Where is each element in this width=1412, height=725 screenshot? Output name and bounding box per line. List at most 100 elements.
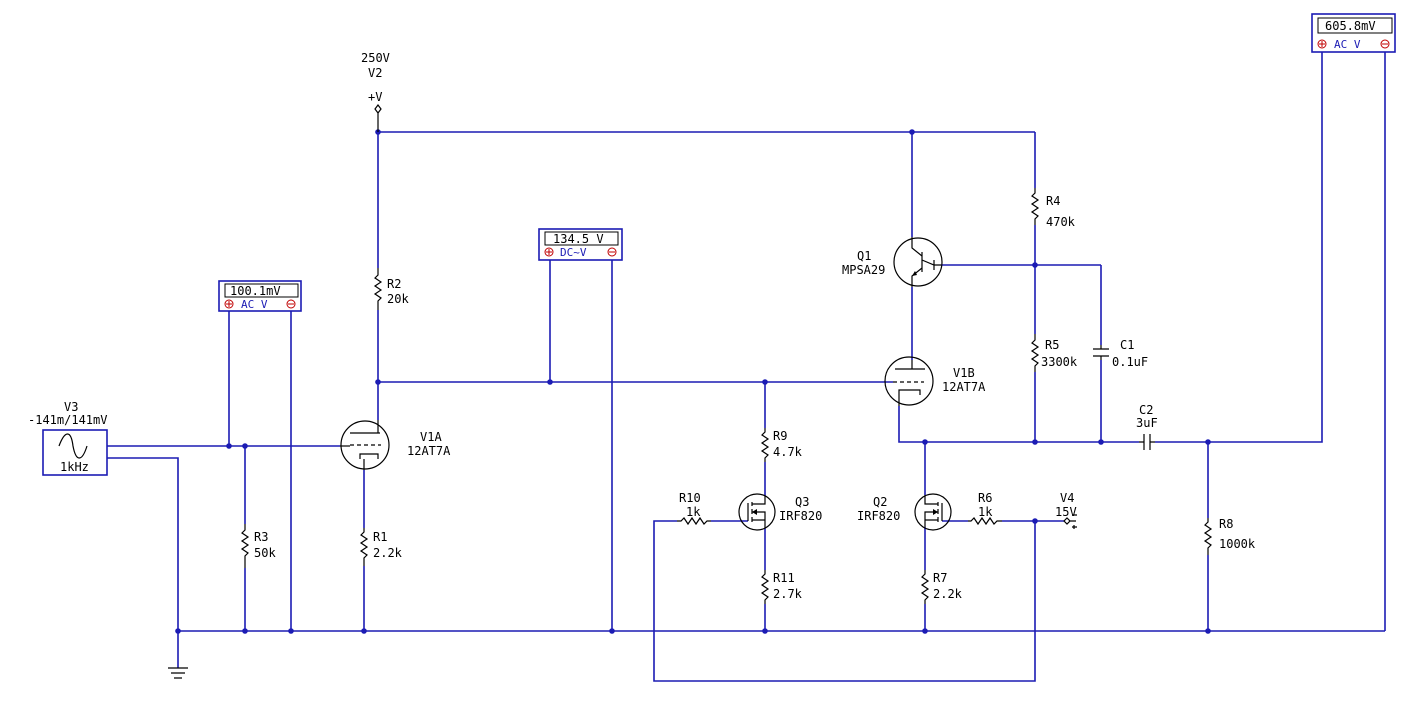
minus-terminal-icon[interactable] [286, 299, 296, 309]
sine-wave-icon [58, 433, 88, 459]
plus-terminal-icon[interactable] [224, 299, 234, 309]
r5-name-label: R5 [1045, 338, 1059, 352]
junction [226, 443, 232, 449]
meter-3-reading: 605.8mV [1325, 19, 1376, 33]
resistor-r3[interactable]: R3 50k [240, 524, 276, 568]
triode-v1b[interactable]: V1B 12AT7A [884, 356, 986, 406]
junction [361, 628, 367, 634]
plus-terminal-icon[interactable] [1317, 39, 1327, 49]
v3-freq-label: 1kHz [60, 460, 89, 474]
v4-name-label: V4 [1060, 491, 1074, 505]
junction [1098, 439, 1104, 445]
meter-1-reading: 100.1mV [230, 284, 281, 298]
resistor-r6[interactable]: R6 1k [968, 491, 1002, 526]
junction [909, 129, 915, 135]
r1-value-label: 2.2k [373, 546, 403, 560]
ground-symbol [168, 667, 188, 679]
c1-name-label: C1 [1120, 338, 1134, 352]
triode-v1a[interactable]: V1A 12AT7A [340, 420, 451, 470]
v3-name-label: V3 [64, 400, 78, 414]
junction [922, 628, 928, 634]
q3-model-label: IRF820 [779, 509, 822, 523]
q2-name-label: Q2 [873, 495, 887, 509]
r1-name-label: R1 [373, 530, 387, 544]
minus-terminal-icon[interactable] [1380, 39, 1390, 49]
junction [242, 443, 248, 449]
ac-source-v3[interactable]: V3 -141m/141mV 1kHz [28, 400, 108, 476]
transistor-q3[interactable]: Q3 IRF820 [738, 493, 822, 531]
r9-value-label: 4.7k [773, 445, 803, 459]
r5-value-label: 3300k [1041, 355, 1078, 369]
r8-value-label: 1000k [1219, 537, 1256, 551]
c1-value-label: 0.1uF [1112, 355, 1148, 369]
resistor-r8[interactable]: R8 1000k [1203, 517, 1256, 555]
junction [288, 628, 294, 634]
supply-v2[interactable]: 250V V2 +V [361, 51, 390, 132]
q2-model-label: IRF820 [857, 509, 900, 523]
r3-value-label: 50k [254, 546, 276, 560]
junction [1032, 518, 1038, 524]
capacitor-c2[interactable]: C2 3uF [1136, 403, 1158, 450]
resistor-r4[interactable]: R4 470k [1030, 188, 1076, 229]
junction [922, 439, 928, 445]
c2-value-label: 3uF [1136, 416, 1158, 430]
junction [375, 379, 381, 385]
resistor-r1[interactable]: R1 2.2k [359, 528, 403, 566]
q1-name-label: Q1 [857, 249, 871, 263]
q1-model-label: MPSA29 [842, 263, 885, 277]
v2-name-label: V2 [368, 66, 382, 80]
voltmeter-1[interactable]: 100.1mV AC V [218, 280, 302, 312]
r3-name-label: R3 [254, 530, 268, 544]
resistor-r7[interactable]: R7 2.2k [920, 570, 963, 604]
v3-value-label: -141m/141mV [28, 413, 107, 427]
resistor-r2[interactable]: R2 20k [373, 268, 409, 310]
r7-name-label: R7 [933, 571, 947, 585]
q3-name-label: Q3 [795, 495, 809, 509]
junction-dots [175, 129, 1211, 634]
wires [107, 50, 1386, 682]
minus-terminal-icon[interactable] [607, 247, 617, 257]
junction [762, 379, 768, 385]
r11-value-label: 2.7k [773, 587, 803, 601]
plus-terminal-icon[interactable] [544, 247, 554, 257]
v1b-model-label: 12AT7A [942, 380, 986, 394]
v1a-name-label: V1A [420, 430, 442, 444]
r2-value-label: 20k [387, 292, 409, 306]
junction [1032, 262, 1038, 268]
junction [609, 628, 615, 634]
dc-source-v4[interactable]: V4 15V [1055, 491, 1077, 529]
capacitor-c1[interactable]: C1 0.1uF [1093, 338, 1148, 369]
resistor-r9[interactable]: R9 4.7k [760, 428, 803, 462]
voltmeter-3[interactable]: 605.8mV AC V [1311, 13, 1396, 53]
r9-name-label: R9 [773, 429, 787, 443]
resistor-r10[interactable]: R10 1k [677, 491, 711, 526]
r6-name-label: R6 [978, 491, 992, 505]
voltmeter-2[interactable]: 134.5 V DC~V [538, 228, 623, 261]
r4-value-label: 470k [1046, 215, 1076, 229]
resistor-r11[interactable]: R11 2.7k [760, 570, 803, 604]
v4-value-label: 15V [1055, 505, 1077, 519]
junction [762, 628, 768, 634]
transistor-q2[interactable]: Q2 IRF820 [857, 493, 952, 531]
r7-value-label: 2.2k [933, 587, 963, 601]
resistor-r5[interactable]: R5 3300k [1030, 334, 1078, 372]
v2-voltage-label: 250V [361, 51, 390, 65]
meter-1-mode: AC V [241, 298, 268, 311]
v1a-model-label: 12AT7A [407, 444, 451, 458]
r4-name-label: R4 [1046, 194, 1060, 208]
v2-terminal-label: +V [368, 90, 382, 104]
meter-2-reading: 134.5 V [553, 232, 604, 246]
junction [242, 628, 248, 634]
junction [1032, 439, 1038, 445]
r8-name-label: R8 [1219, 517, 1233, 531]
junction [1205, 439, 1211, 445]
meter-3-mode: AC V [1334, 38, 1361, 51]
r10-name-label: R10 [679, 491, 701, 505]
transistor-q1[interactable]: Q1 MPSA29 [842, 237, 943, 287]
r10-value-label: 1k [686, 505, 701, 519]
meter-2-mode: DC~V [560, 246, 587, 259]
r2-name-label: R2 [387, 277, 401, 291]
r11-name-label: R11 [773, 571, 795, 585]
junction [175, 628, 181, 634]
